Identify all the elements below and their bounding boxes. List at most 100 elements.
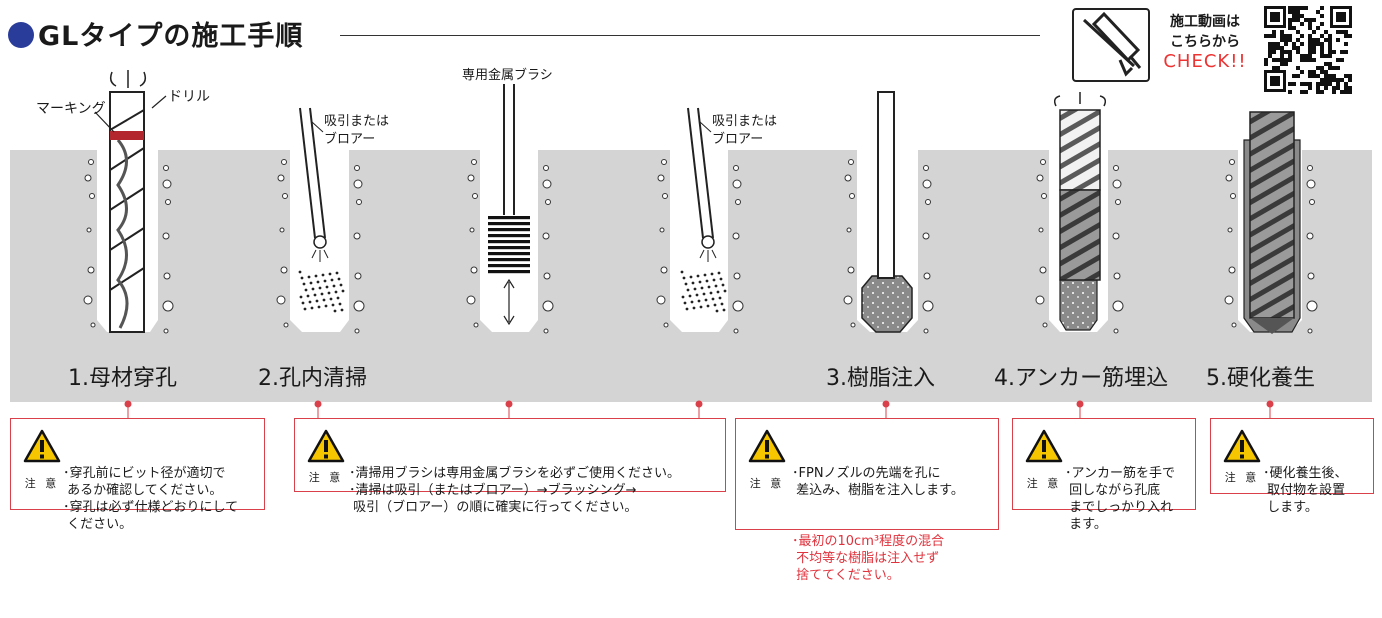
bubble	[467, 174, 475, 182]
bubble	[283, 322, 289, 328]
dust-particle	[307, 275, 311, 279]
metal-brush-icon	[488, 84, 530, 326]
dust-particle	[301, 301, 305, 305]
brush-bristle	[488, 216, 530, 220]
bubble	[162, 179, 172, 189]
dust-particle	[706, 304, 710, 308]
bubble	[1036, 174, 1044, 182]
qr-code-icon[interactable]	[1262, 4, 1354, 94]
dust-particle	[303, 307, 307, 311]
brush-bristle	[488, 270, 530, 274]
drill-bit-icon	[94, 70, 167, 333]
warning-triangle-icon	[748, 429, 786, 463]
bubble	[86, 227, 92, 233]
bubble	[1039, 266, 1047, 274]
note-text-2: ･清掃用ブラシは専用金属ブラシを必ずご使用ください。･清掃は吸引（またはブロアー…	[349, 466, 680, 515]
bubble	[1307, 272, 1315, 280]
dust-particle	[709, 291, 713, 295]
dust-particle	[683, 301, 687, 305]
bubble	[88, 159, 94, 165]
dust-particle	[697, 299, 701, 303]
note-text-1: ･穿孔前にビット径が適切で あるか確認してください。･穿孔は必ず仕様どおりにして…	[63, 466, 239, 532]
brush-bristle	[488, 252, 530, 256]
dust-particle	[719, 277, 723, 281]
bubble	[1113, 165, 1119, 171]
dust-particle	[718, 296, 722, 300]
dust-particle	[308, 300, 312, 304]
bubble	[542, 300, 554, 312]
step-label-1: 1.母材穿孔	[68, 366, 177, 391]
bubble	[473, 322, 479, 328]
dust-particle	[716, 290, 720, 294]
bubble	[162, 300, 174, 312]
dust-particle	[723, 289, 727, 293]
bubble	[543, 272, 551, 280]
bubble	[660, 266, 668, 274]
bubble	[163, 272, 171, 280]
dust-particle	[302, 282, 306, 286]
warning-label: 注 意	[308, 471, 344, 484]
warning-label: 注 意	[1224, 471, 1260, 484]
bubble	[1112, 179, 1122, 189]
connector-dot	[1076, 400, 1084, 408]
connector-dot	[695, 400, 703, 408]
dust-particle	[704, 298, 708, 302]
dust-particle	[684, 282, 688, 286]
dust-particle	[337, 277, 341, 281]
dust-particle	[689, 275, 693, 279]
connector-dot	[505, 400, 513, 408]
page-title-text: GLタイプの施工手順	[38, 21, 304, 52]
bubble	[472, 193, 478, 199]
dust-particle	[703, 273, 707, 277]
dust-particle	[700, 286, 704, 290]
dust-particle	[691, 281, 695, 285]
warning-triangle-icon	[307, 429, 345, 463]
suction-label-2: 吸引または	[712, 114, 778, 129]
brush-bristle	[488, 264, 530, 268]
dust-particle	[329, 297, 333, 301]
dust-particle	[720, 302, 724, 306]
brush-bristle	[488, 258, 530, 262]
bubble	[1227, 227, 1233, 233]
blower-nozzle-icon-2	[687, 107, 717, 262]
dust-particle	[340, 308, 344, 312]
dust-particle	[298, 270, 302, 274]
caulking-gun-icon[interactable]	[1072, 8, 1150, 82]
bubble	[356, 199, 362, 205]
bubble	[277, 174, 285, 182]
dust-particle	[322, 298, 326, 302]
bubble	[733, 165, 739, 171]
bubble	[923, 328, 929, 334]
note-box-1: 注 意 ･穿孔前にビット径が適切で あるか確認してください。･穿孔は必ず仕様どお…	[10, 418, 265, 532]
connector-dot	[314, 400, 322, 408]
bubble	[847, 266, 855, 274]
dust-particle	[331, 303, 335, 307]
step-label-2: 2.孔内清掃	[258, 366, 367, 391]
bubble	[732, 232, 740, 240]
dust-particle	[333, 309, 337, 313]
blower-label-1: ブロアー	[324, 132, 376, 147]
bubble	[353, 232, 361, 240]
bubble	[1229, 159, 1235, 165]
dust-particle	[690, 300, 694, 304]
bubble	[661, 159, 667, 165]
warning-triangle-icon	[1223, 429, 1261, 463]
bubble	[1113, 272, 1121, 280]
marking-label: マーキング	[36, 101, 106, 117]
dust-particle	[711, 297, 715, 301]
bubble	[732, 300, 744, 312]
bubble	[542, 179, 552, 189]
bubble	[733, 272, 741, 280]
bubble	[280, 266, 288, 274]
note-text-3: ･FPNノズルの先端を孔に 差込み、樹脂を注入します。 ･最初の10cm³程度の…	[792, 466, 964, 583]
dust-particle	[330, 278, 334, 282]
dust-particle	[335, 271, 339, 275]
bubble	[659, 227, 665, 233]
bubble	[354, 328, 360, 334]
check-link[interactable]: CHECK!!	[1163, 51, 1247, 72]
bubble	[733, 328, 739, 334]
bubble	[925, 199, 931, 205]
video-link-text[interactable]: 施工動画は こちらから CHECK!!	[1156, 12, 1254, 72]
dust-particle	[680, 270, 684, 274]
bubble	[89, 193, 95, 199]
